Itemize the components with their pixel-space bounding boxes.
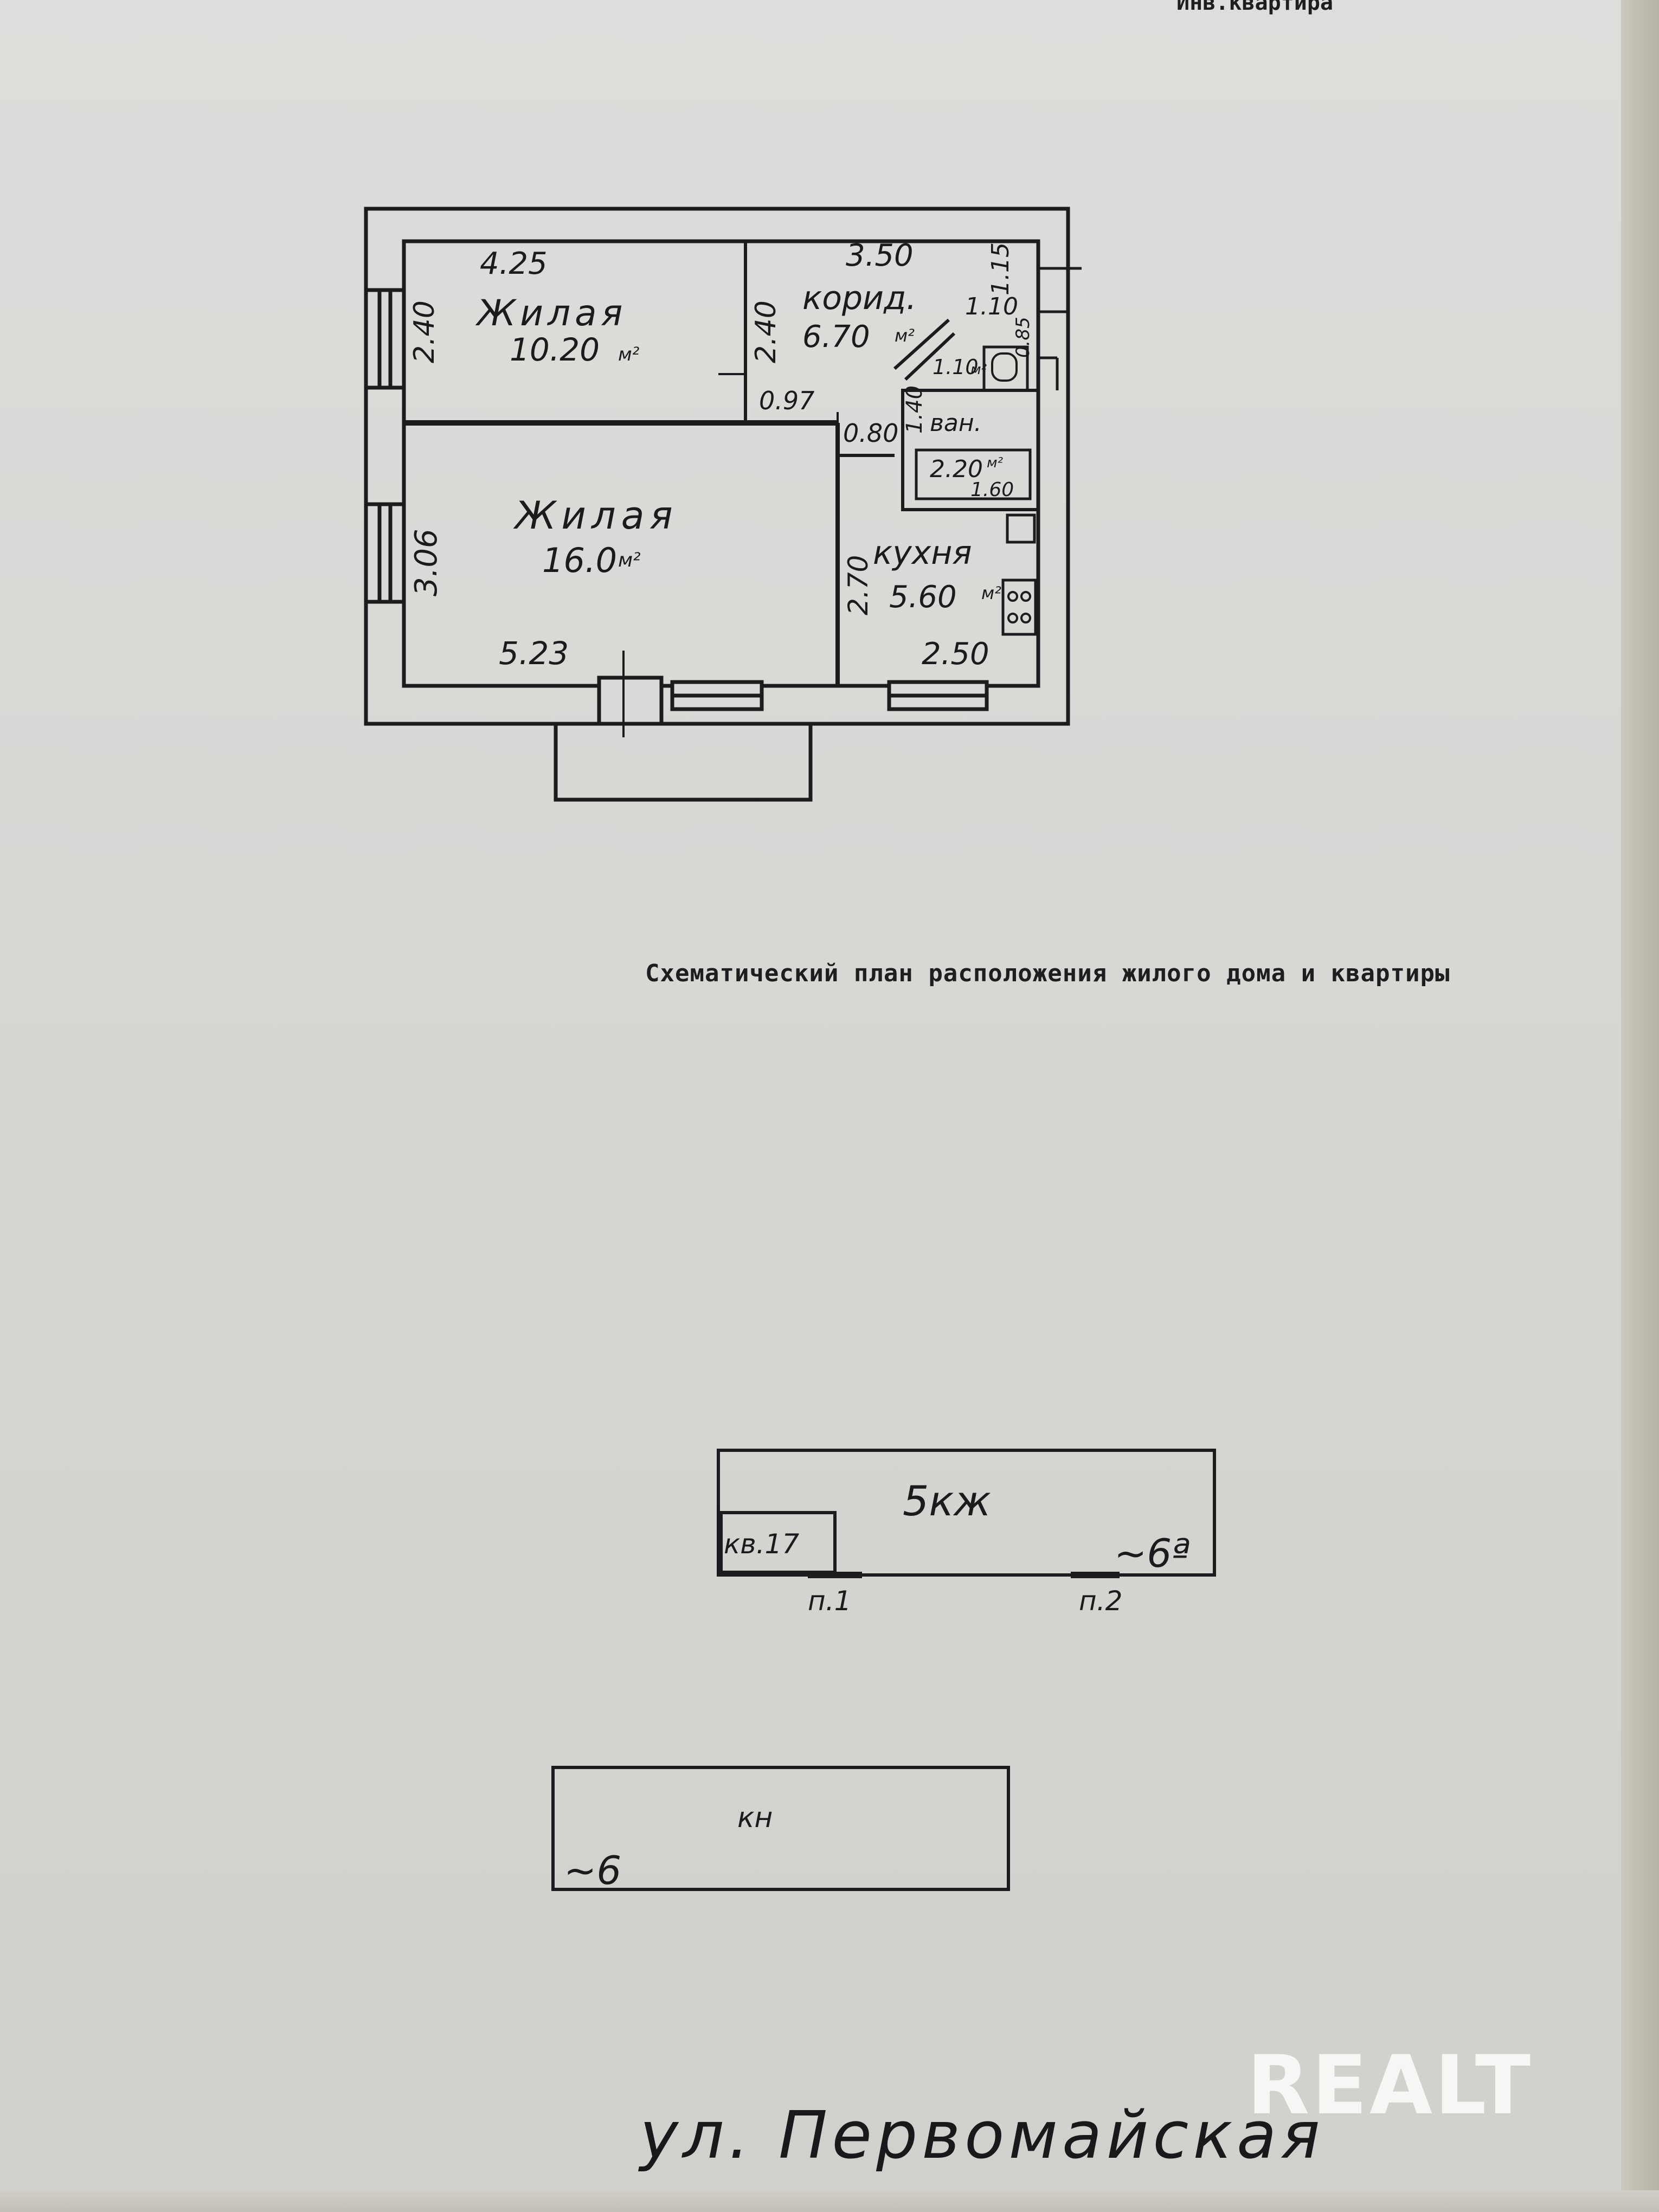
dim-3-50: 3.50 [846,238,914,273]
kitchen-area: 5.60 [889,580,957,615]
street-name: ул. Первомайская [640,2098,1324,2174]
balcony-door [597,676,664,726]
dim-2-40-left: 2.40 [408,300,441,363]
window-left-1 [364,288,406,390]
bath-area: 2.20 [930,455,983,483]
corridor-area: 6.70 [802,319,870,355]
dim-1-40: 1.40 [902,385,927,434]
wc-area: 1.10 [933,355,979,379]
dim-5-23: 5.23 [499,635,569,672]
room2-area: 16.0 [542,541,617,580]
dim-0-97: 0.97 [759,386,814,415]
dim-0-80: 0.80 [843,419,898,448]
building-label: 5кж [903,1477,991,1525]
dim-1-15: 1.15 [987,242,1014,295]
paper-edge [1621,0,1659,2212]
site-plan-labels: 5кж кв.17 ~6ª п.1 п.2 кн ~6 [564,1477,1190,1893]
dim-2-40-corridor: 2.40 [750,300,782,363]
site-plan [551,1449,1216,1891]
room1-unit: м² [618,344,640,365]
dim-2-70: 2.70 [843,555,874,615]
plan-caption: Схематический план расположения жилого д… [645,960,1450,987]
realt-watermark: REALT [1247,2039,1533,2133]
storey-mark-1: ~6ª [1114,1531,1190,1576]
corridor-name: корид. [802,279,917,317]
window-left-2 [364,502,406,604]
bathroom-wall [901,389,1040,511]
dim-1-60: 1.60 [970,479,1014,501]
dim-3-06: 3.06 [409,529,444,596]
dim-2-50: 2.50 [922,636,989,672]
flat-label: кв.17 [724,1528,799,1560]
room1-name: Жилая [475,292,627,334]
entrance-1-label: п.1 [808,1585,851,1617]
header-cut-text: Инв.квартира [1176,0,1333,15]
kitchen-name: кухня [873,534,972,572]
stove [1001,578,1037,636]
room2-unit: м² [618,549,641,571]
bath-unit: м² [987,455,1003,471]
room2-name: Жилая [513,493,678,538]
floor-plan [364,207,1082,802]
flat-17-outline [719,1511,837,1574]
balcony [554,722,813,802]
entrance-2-label: п.2 [1079,1585,1122,1617]
bathtub [915,448,1032,500]
corridor-unit: м² [895,325,915,346]
sink [1006,513,1036,544]
dim-1-10: 1.10 [965,293,1018,320]
toilet-fixture [991,352,1018,382]
dim-4-25: 4.25 [480,246,548,281]
table-edge [0,2190,1659,2212]
building-kn-outline [551,1766,1010,1891]
dim-0-85: 0.85 [1012,317,1034,358]
building2-label: кн [737,1802,773,1834]
bath-name: ван. [930,409,982,437]
kitchen-unit: м² [981,583,1001,603]
building-5kzh-outline [717,1449,1216,1577]
toilet-room [982,345,1029,392]
floor-plan-labels: 4.25 2.40 Жилая 10.20 м² 3.50 2.40 корид… [408,238,1034,672]
wc-unit: м² [970,362,987,378]
storey-mark-2: ~6 [564,1848,621,1893]
room1-area: 10.20 [510,331,600,368]
